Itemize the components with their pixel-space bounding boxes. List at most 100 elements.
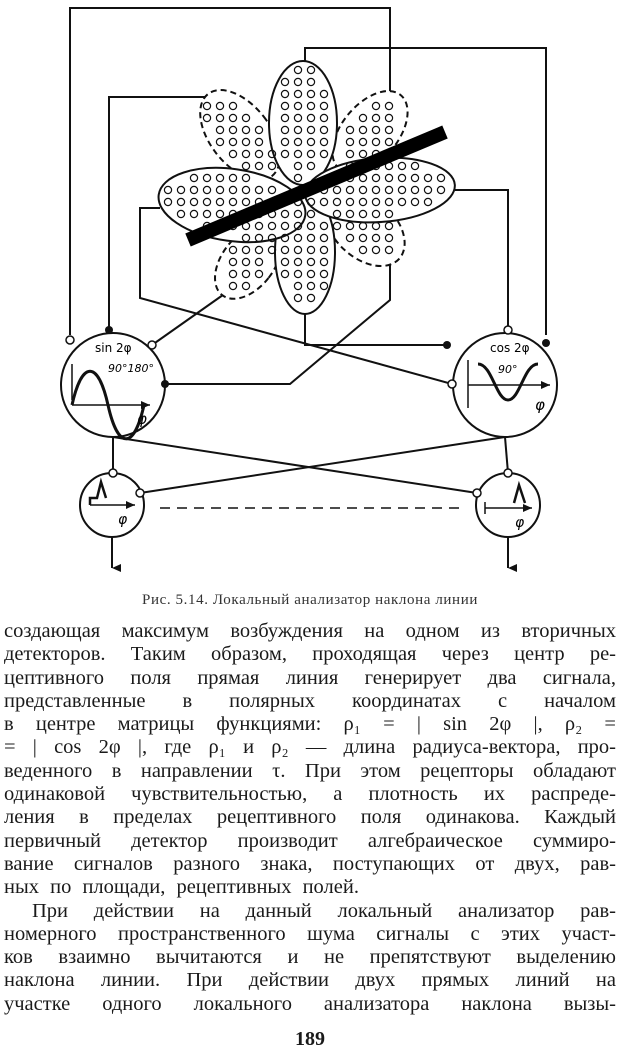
receptor-dot bbox=[228, 125, 238, 135]
receptor-dot bbox=[293, 173, 303, 183]
receptor-dot bbox=[410, 173, 420, 183]
receptor-dot bbox=[358, 185, 368, 195]
receptor-dot bbox=[306, 221, 316, 231]
receptor-dot bbox=[202, 101, 212, 111]
receptor-dot bbox=[319, 245, 329, 255]
receptor-dot bbox=[384, 197, 394, 207]
cos-detector: cos 2φ 90° φ bbox=[452, 332, 558, 438]
receptor-dot bbox=[371, 101, 381, 111]
receptor-dot bbox=[280, 89, 290, 99]
receptor-dot bbox=[293, 233, 303, 243]
receptor-dot bbox=[319, 257, 329, 267]
receptor-dot bbox=[293, 113, 303, 123]
receptor-dot bbox=[384, 245, 394, 255]
receptor-dot bbox=[241, 257, 251, 267]
petal-solid bbox=[268, 60, 338, 186]
receptor-dot bbox=[293, 77, 303, 87]
receptor-dot bbox=[280, 77, 290, 87]
receptor-dot bbox=[306, 137, 316, 147]
text-line: детекторов. Таким образом, проходящая че… bbox=[4, 643, 616, 666]
receptor-dot bbox=[319, 281, 329, 291]
text-line: ления в пределах рецептивного поля одина… bbox=[4, 806, 616, 829]
receptor-dot bbox=[423, 197, 433, 207]
receptor-dot bbox=[319, 269, 329, 279]
receptor-dot bbox=[306, 125, 316, 135]
cos-tick: 90° bbox=[498, 363, 518, 376]
receptor-dot bbox=[371, 113, 381, 123]
receptor-dot bbox=[241, 281, 251, 291]
receptor-dot bbox=[293, 245, 303, 255]
receptor-dot bbox=[345, 125, 355, 135]
text-line: ков взаимно вычитаются и не препятствуют… bbox=[4, 946, 616, 969]
receptor-dot bbox=[280, 137, 290, 147]
receptor-dot bbox=[293, 149, 303, 159]
receptor-dot bbox=[163, 197, 173, 207]
receptor-dot bbox=[319, 125, 329, 135]
receptor-dot bbox=[228, 185, 238, 195]
receptor-dot bbox=[228, 113, 238, 123]
receptor-dot bbox=[371, 173, 381, 183]
receptor-dot bbox=[345, 137, 355, 147]
receptor-dot bbox=[306, 77, 316, 87]
receptor-dot bbox=[280, 209, 290, 219]
receptor-dot bbox=[293, 65, 303, 75]
phi-label: φ bbox=[515, 515, 525, 531]
phi-label: φ bbox=[535, 396, 545, 414]
receptor-dot bbox=[254, 185, 264, 195]
receptor-dot bbox=[371, 185, 381, 195]
cos-label: cos 2φ bbox=[490, 341, 530, 355]
receptor-dot bbox=[228, 149, 238, 159]
receptor-dot bbox=[358, 221, 368, 231]
receptor-dot bbox=[215, 137, 225, 147]
receptor-dot bbox=[306, 257, 316, 267]
receptor-dot bbox=[254, 257, 264, 267]
receptor-dot bbox=[215, 113, 225, 123]
receptor-dot bbox=[293, 101, 303, 111]
receptor-dot bbox=[254, 125, 264, 135]
text-line: номерного пространственного шума сигналы… bbox=[4, 922, 616, 945]
receptor-dot bbox=[254, 137, 264, 147]
receptor-dot bbox=[254, 233, 264, 243]
receptor-dot bbox=[306, 89, 316, 99]
receptor-dot bbox=[306, 161, 316, 171]
receptor-dot bbox=[423, 173, 433, 183]
receptor-dot bbox=[319, 101, 329, 111]
receptor-dot bbox=[228, 281, 238, 291]
receptor-dot bbox=[410, 197, 420, 207]
receptor-dot bbox=[358, 137, 368, 147]
connection-wires bbox=[69, 7, 547, 572]
text-line: представленные в полярных координатах с … bbox=[4, 689, 616, 712]
receptor-dot bbox=[280, 101, 290, 111]
receptor-dot bbox=[319, 149, 329, 159]
receptor-dot bbox=[293, 89, 303, 99]
receptor-dot bbox=[202, 209, 212, 219]
receptor-dot bbox=[358, 197, 368, 207]
receptor-dot bbox=[280, 269, 290, 279]
receptor-dot bbox=[371, 245, 381, 255]
receptor-dot bbox=[241, 269, 251, 279]
receptor-dot bbox=[397, 173, 407, 183]
receptor-dot bbox=[280, 113, 290, 123]
receptor-dot bbox=[306, 269, 316, 279]
text-line: При действии на данный локальный анализа… bbox=[32, 899, 616, 922]
receptor-dot bbox=[293, 221, 303, 231]
receptor-dot bbox=[215, 101, 225, 111]
receptor-dot bbox=[384, 209, 394, 219]
receptor-dot bbox=[241, 125, 251, 135]
receptor-dot bbox=[202, 185, 212, 195]
receptor-dot bbox=[358, 233, 368, 243]
receptor-dot bbox=[293, 209, 303, 219]
receptor-dot bbox=[358, 245, 368, 255]
receptor-dot bbox=[332, 185, 342, 195]
receptor-dot bbox=[319, 197, 329, 207]
receptor-dot bbox=[267, 233, 277, 243]
receptor-dot bbox=[293, 137, 303, 147]
receptor-dot bbox=[254, 149, 264, 159]
receptor-dot bbox=[384, 113, 394, 123]
receptor-dot bbox=[384, 101, 394, 111]
body-text: создающая максимум возбуждения на одном … bbox=[4, 620, 616, 1016]
receptor-dot bbox=[280, 233, 290, 243]
sin-label: sin 2φ bbox=[95, 341, 132, 355]
receptor-dot bbox=[423, 185, 433, 195]
receptor-dot bbox=[384, 137, 394, 147]
